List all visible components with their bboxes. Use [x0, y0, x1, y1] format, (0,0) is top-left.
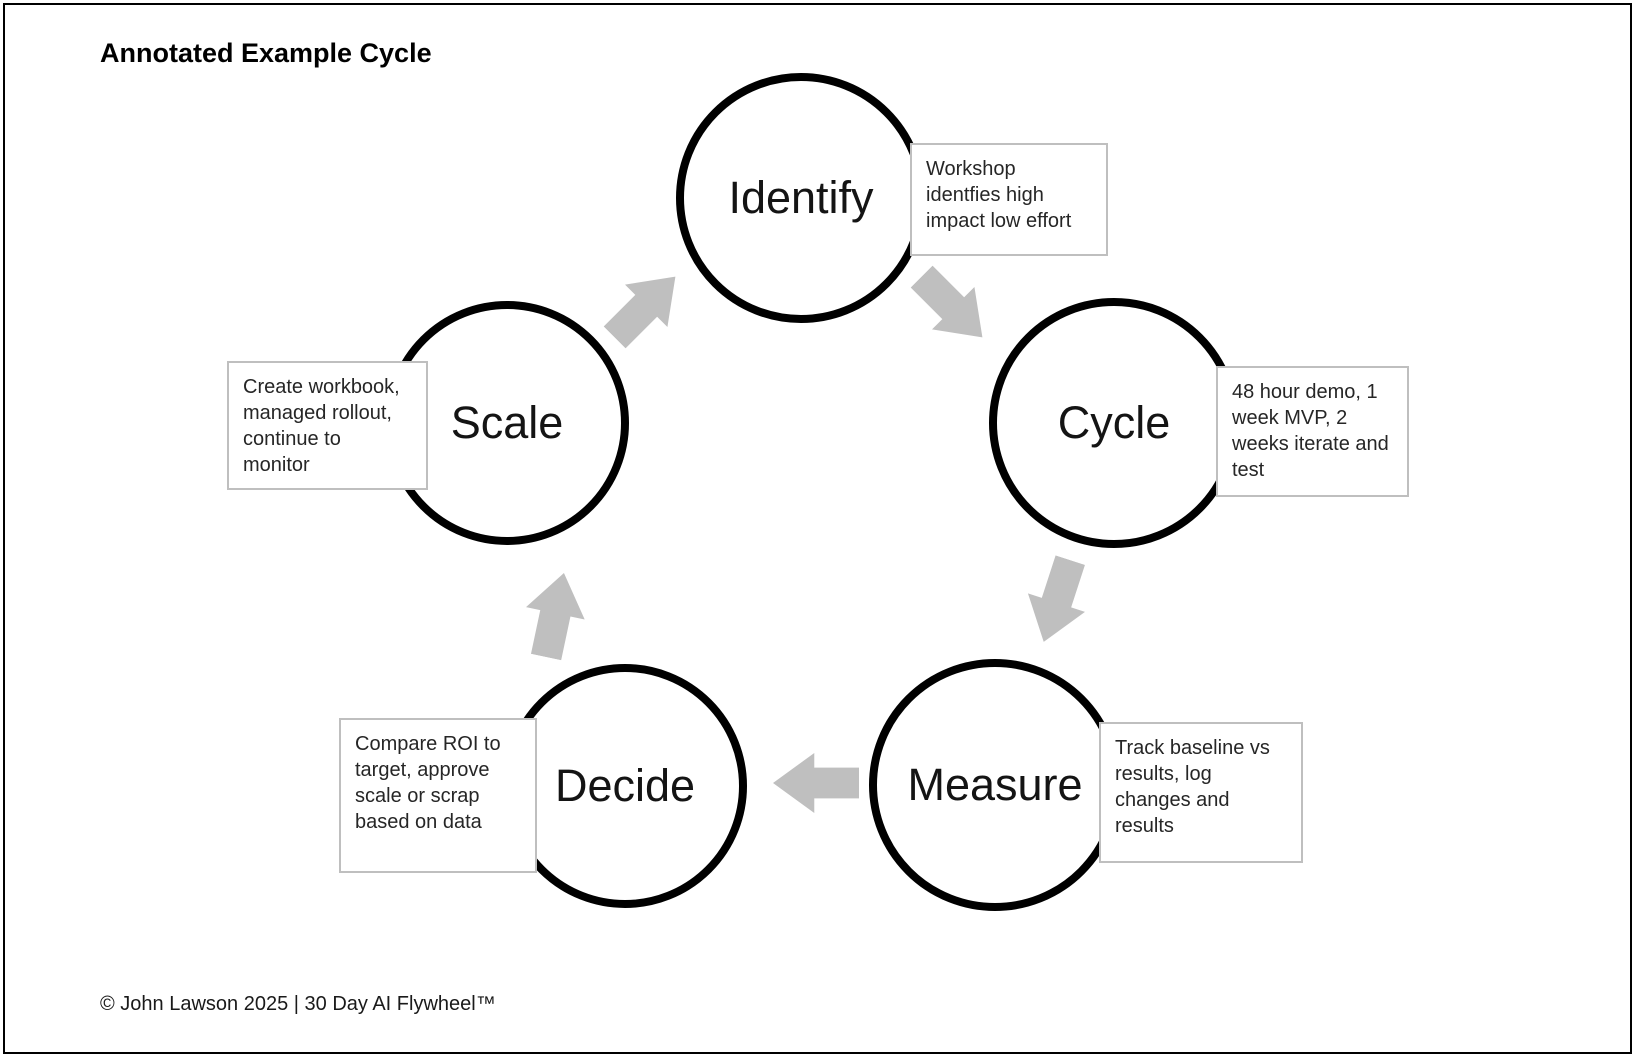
- arrow-identify-to-cycle-icon: [900, 255, 1003, 358]
- node-label-decide: Decide: [554, 760, 696, 811]
- cycle-node-decide: Decide: [503, 664, 747, 908]
- cycle-node-identify: Identify: [676, 73, 926, 323]
- arrow-cycle-to-measure-icon: [1015, 551, 1099, 651]
- node-label-identify: Identify: [728, 172, 874, 223]
- page-title: Annotated Example Cycle: [100, 38, 432, 68]
- annotation-cycle: 48 hour demo, 1 week MVP, 2 weeks iterat…: [1216, 366, 1409, 497]
- node-label-cycle: Cycle: [1057, 397, 1171, 448]
- annotation-identify: Workshop identfies high impact low effor…: [910, 143, 1108, 256]
- annotation-measure: Track baseline vs results, log changes a…: [1099, 722, 1303, 863]
- cycle-node-measure: Measure: [869, 659, 1121, 911]
- annotation-decide: Compare ROI to target, approve scale or …: [339, 718, 537, 873]
- arrow-decide-to-scale-icon: [517, 567, 594, 664]
- annotation-scale: Create workbook, managed rollout, contin…: [227, 361, 428, 490]
- cycle-node-cycle: Cycle: [989, 298, 1239, 548]
- node-label-measure: Measure: [907, 759, 1083, 810]
- arrow-measure-to-decide-icon: [773, 753, 859, 813]
- arrow-scale-to-identify-icon: [593, 255, 696, 358]
- node-label-scale: Scale: [450, 397, 564, 448]
- copyright-footer: © John Lawson 2025 | 30 Day AI Flywheel™: [100, 993, 496, 1015]
